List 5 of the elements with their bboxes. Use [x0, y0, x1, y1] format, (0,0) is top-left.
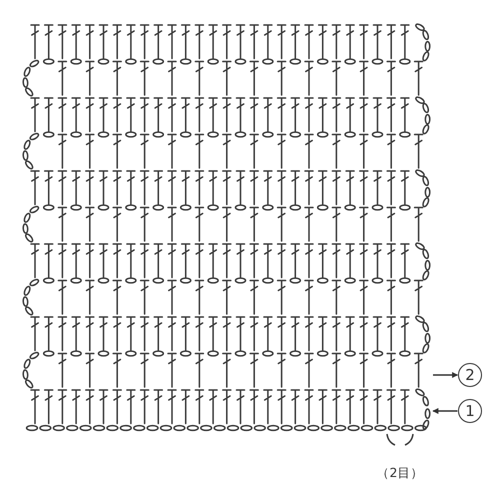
- arrow: [432, 408, 458, 414]
- row-number: 1: [458, 399, 482, 423]
- row-number: 2: [458, 363, 482, 387]
- repeat-count: （2目）: [376, 465, 424, 480]
- arrow: [433, 372, 458, 378]
